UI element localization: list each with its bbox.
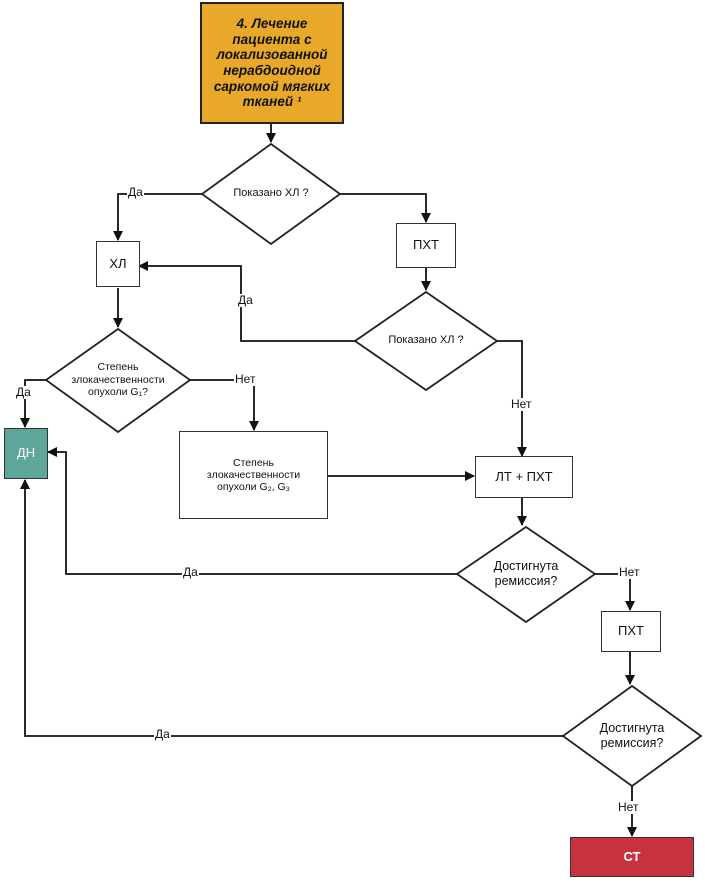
decision-hl-1-text: Показано ХЛ ? <box>233 187 309 200</box>
edge-label-yes-remission-2: Да <box>154 727 171 742</box>
st-box: СТ <box>570 837 694 877</box>
hl-box: ХЛ <box>96 241 140 287</box>
decision-diamond-hl-2 <box>353 290 499 392</box>
pxt-box-2: ПХТ <box>601 611 661 652</box>
edge-label-no-remission-1: Нет <box>618 565 641 580</box>
edge-label-yes-remission-1: Да <box>182 565 199 580</box>
decision-hl-2-text: Показано ХЛ ? <box>388 334 464 347</box>
start-box: 4. Лечение пациента с локализованной нер… <box>200 2 344 124</box>
decision-diamond-remission-1 <box>455 525 597 624</box>
edge-label-no-hl-2: Нет <box>510 397 533 412</box>
edge-label-yes-hl-1: Да <box>127 185 144 200</box>
edge-label-no-remission-2: Нет <box>617 800 640 815</box>
grade-g2g3-box: Степень злокачественности опухоли G₂, G₃ <box>179 431 328 519</box>
decision-diamond-hl-1 <box>200 142 342 246</box>
decision-diamond-grade <box>44 327 192 434</box>
decision-remission-1-text: Достигнута ремиссия? <box>493 559 559 588</box>
edge-label-yes-hl-2: Да <box>237 293 254 308</box>
decision-remission-2-text: Достигнута ремиссия? <box>599 721 665 750</box>
dn-box: ДН <box>4 428 48 479</box>
edge-label-no-grade: Нет <box>234 372 257 387</box>
edge-label-yes-grade: Да <box>15 385 32 400</box>
pxt-box-1: ПХТ <box>396 223 456 268</box>
lt-pxt-box: ЛТ + ПХТ <box>475 456 573 498</box>
decision-grade-text: Степень злокачественности опухоли G₁? <box>71 361 165 399</box>
